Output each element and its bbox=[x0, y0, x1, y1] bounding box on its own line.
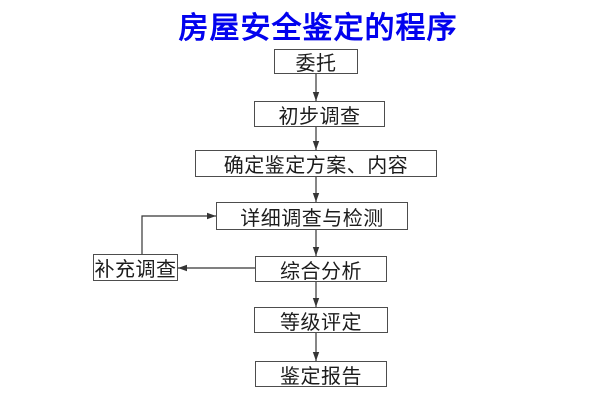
flow-node-xiangxi: 详细调查与检测 bbox=[216, 202, 408, 230]
flow-arrowhead bbox=[312, 141, 320, 150]
flow-node-buchong: 补充调查 bbox=[93, 254, 178, 281]
flow-edge-buchong-xiangxi bbox=[141, 215, 216, 254]
flow-node-label: 确定鉴定方案、内容 bbox=[223, 155, 409, 177]
flow-node-label: 委托 bbox=[295, 53, 337, 75]
flow-node-queding: 确定鉴定方案、内容 bbox=[195, 150, 437, 177]
flow-arrowhead bbox=[312, 247, 320, 256]
flow-node-dengji: 等级评定 bbox=[254, 307, 388, 334]
flow-node-label: 等级评定 bbox=[280, 311, 362, 334]
flow-arrowhead bbox=[312, 298, 320, 307]
flow-node-label: 鉴定报告 bbox=[280, 365, 362, 388]
flow-node-jianding: 鉴定报告 bbox=[255, 361, 387, 388]
flow-node-weituo: 委托 bbox=[274, 49, 358, 75]
flow-arrowhead bbox=[312, 92, 320, 101]
flow-arrowhead bbox=[207, 212, 216, 220]
flow-arrowhead bbox=[312, 352, 320, 361]
flow-arrowhead bbox=[178, 264, 187, 272]
flow-node-label: 补充调查 bbox=[94, 259, 177, 281]
flow-node-zonghe: 综合分析 bbox=[255, 256, 387, 283]
flow-node-label: 综合分析 bbox=[280, 260, 362, 283]
flow-node-label: 详细调查与检测 bbox=[240, 207, 384, 230]
flow-node-chubu: 初步调查 bbox=[254, 101, 385, 128]
flow-arrowhead bbox=[312, 193, 320, 202]
diagram-title: 房屋安全鉴定的程序 bbox=[178, 12, 458, 45]
flow-node-label: 初步调查 bbox=[278, 105, 361, 128]
